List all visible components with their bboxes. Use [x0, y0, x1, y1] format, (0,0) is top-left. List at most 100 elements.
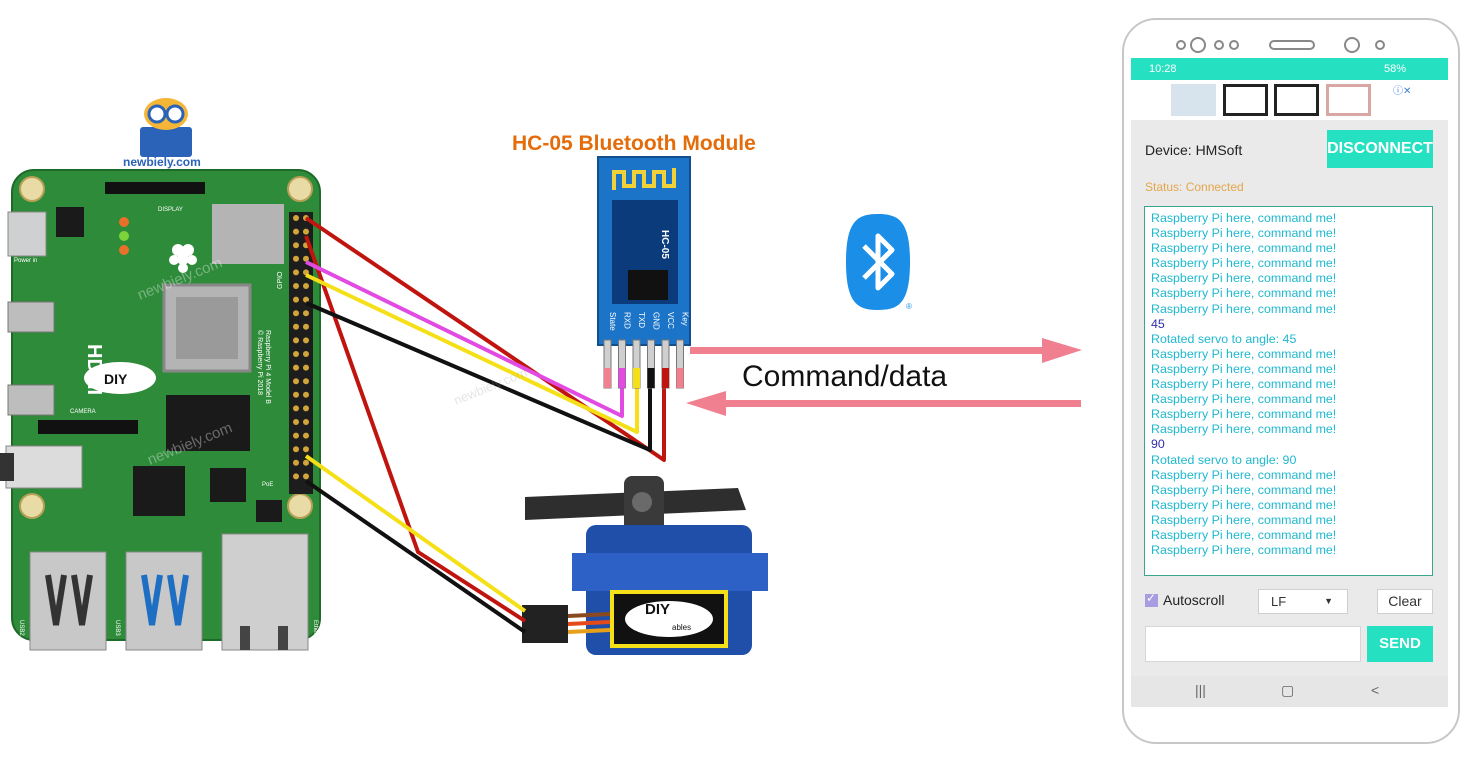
newbiely-owl-logo: newbiely.com: [123, 98, 201, 169]
gpio-pin: [293, 283, 299, 289]
board-model-label: Raspberry Pi 4 Model B: [264, 330, 271, 404]
power-in-label: Power in: [14, 258, 37, 264]
terminal-line: 45: [1151, 316, 1165, 331]
module-pin-label: VCC: [666, 312, 675, 329]
servo-motor: DIY ables: [522, 476, 768, 655]
gpio-pin: [293, 391, 299, 398]
gpio-pin: [293, 446, 299, 453]
usb2-label: USB2: [18, 620, 24, 636]
terminal-line: Raspberry Pi here, command me!: [1151, 407, 1337, 422]
home-icon[interactable]: ▢: [1281, 682, 1295, 698]
terminal-line: Raspberry Pi here, command me!: [1151, 527, 1337, 542]
module-pin-tip: [618, 368, 626, 388]
diyables-board-logo: DIY: [84, 362, 156, 394]
terminal-line: Raspberry Pi here, command me!: [1151, 211, 1337, 225]
gpio-pin: [293, 215, 299, 221]
servo-logo-text: DIY: [645, 601, 670, 618]
ad-banner[interactable]: ⓘ✕: [1131, 80, 1448, 120]
ad-thumb[interactable]: [1326, 84, 1371, 116]
send-button[interactable]: SEND: [1367, 626, 1433, 662]
servo-logo-sub: ables: [672, 623, 691, 632]
gpio-pin: [293, 351, 299, 357]
gpio-pin: [303, 255, 309, 262]
line-ending-select[interactable]: LF ▼: [1258, 589, 1348, 614]
servo-connector: [522, 605, 568, 643]
camera-label: CAMERA: [70, 409, 96, 415]
gpio-pin: [293, 419, 299, 425]
gpio-pin: [293, 269, 299, 276]
gpio-pin: [303, 405, 309, 412]
gpio-pin: [293, 337, 299, 344]
chip-label: HC-05: [659, 230, 670, 259]
terminal-line: Raspberry Pi here, command me!: [1151, 392, 1337, 407]
module-pin-label: TXD: [637, 312, 646, 328]
phone-top-bar: [1176, 37, 1385, 53]
gpio-label: GPIO: [277, 271, 284, 289]
device-label: Device: HMSoft: [1145, 142, 1243, 158]
power-port: [7, 211, 47, 257]
gpio-pin: [293, 378, 299, 385]
android-nav-bar: ||| ▢ <: [1131, 676, 1448, 707]
terminal-line: Raspberry Pi here, command me!: [1151, 271, 1337, 286]
module-pin-label: State: [608, 312, 617, 331]
link-label: Command/data: [742, 360, 947, 393]
raspberry-logo-icon: [169, 244, 197, 273]
ad-close-icon[interactable]: ⓘ✕: [1393, 86, 1412, 97]
back-icon[interactable]: <: [1371, 682, 1380, 698]
gpio-pin: [303, 419, 309, 425]
arrow-to-module: [726, 400, 1081, 407]
gpio-pin: [293, 310, 299, 317]
wires: [304, 216, 666, 634]
module-title: HC-05 Bluetooth Module: [512, 132, 756, 155]
display-label: DISPLAY: [158, 207, 183, 213]
terminal-line: Raspberry Pi here, command me!: [1151, 346, 1337, 361]
checkbox-icon[interactable]: [1145, 591, 1158, 607]
usb3-label: USB3: [114, 620, 120, 636]
usb2-port: [29, 551, 107, 651]
phone-screen: 10:28 58% ⓘ✕ Device: HMSoft DISCONNECT S…: [1131, 58, 1448, 707]
gpio-pin: [293, 255, 299, 262]
gpio-pin: [293, 459, 299, 466]
serial-terminal[interactable]: Raspberry Pi here, command me!Raspberry …: [1144, 206, 1433, 576]
board-logo-text: DIY: [104, 371, 128, 387]
module-pin-tip: [604, 368, 611, 388]
svg-text:®: ®: [906, 302, 912, 311]
terminal-line: Raspberry Pi here, command me!: [1151, 286, 1337, 301]
gpio-pin: [303, 323, 309, 330]
terminal-line: Raspberry Pi here, command me!: [1151, 467, 1337, 482]
terminal-line: Raspberry Pi here, command me!: [1151, 256, 1337, 271]
antenna-icon: [612, 168, 676, 190]
gpio-pin: [303, 459, 309, 466]
gpio-pin: [303, 391, 309, 398]
board-copyright-label: © Raspberry Pi 2018: [256, 330, 264, 395]
clear-button[interactable]: Clear: [1377, 589, 1433, 614]
gpio-pin: [293, 405, 299, 412]
gpio-pin: [303, 337, 309, 344]
gpio-pin: [303, 310, 309, 317]
ad-thumb[interactable]: [1171, 84, 1216, 116]
module-pin-label: GND: [652, 312, 661, 330]
ethernet-label: Ethernet: [312, 620, 318, 643]
gpio-pin: [293, 432, 299, 439]
ad-thumb[interactable]: [1223, 84, 1268, 116]
site-name: newbiely.com: [123, 155, 201, 169]
terminal-line: Rotated servo to angle: 90: [1151, 452, 1297, 467]
gpio-pin: [303, 378, 309, 385]
terminal-line: 90: [1151, 437, 1165, 452]
terminal-line: Raspberry Pi here, command me!: [1151, 422, 1337, 437]
ad-thumb[interactable]: [1274, 84, 1319, 116]
autoscroll-checkbox[interactable]: Autoscroll: [1145, 591, 1224, 608]
disconnect-button[interactable]: DISCONNECT: [1327, 130, 1433, 168]
send-input[interactable]: [1145, 626, 1361, 662]
poe-label: PoE: [262, 482, 273, 488]
gpio-pin: [293, 228, 299, 235]
recents-icon[interactable]: |||: [1195, 682, 1206, 698]
terminal-line: Raspberry Pi here, command me!: [1151, 241, 1337, 256]
gpio-pin: [303, 364, 309, 371]
gpio-pin: [293, 473, 299, 480]
terminal-line: Raspberry Pi here, command me!: [1151, 543, 1337, 558]
gpio-pin: [303, 446, 309, 453]
module-pin-tip: [662, 368, 669, 388]
